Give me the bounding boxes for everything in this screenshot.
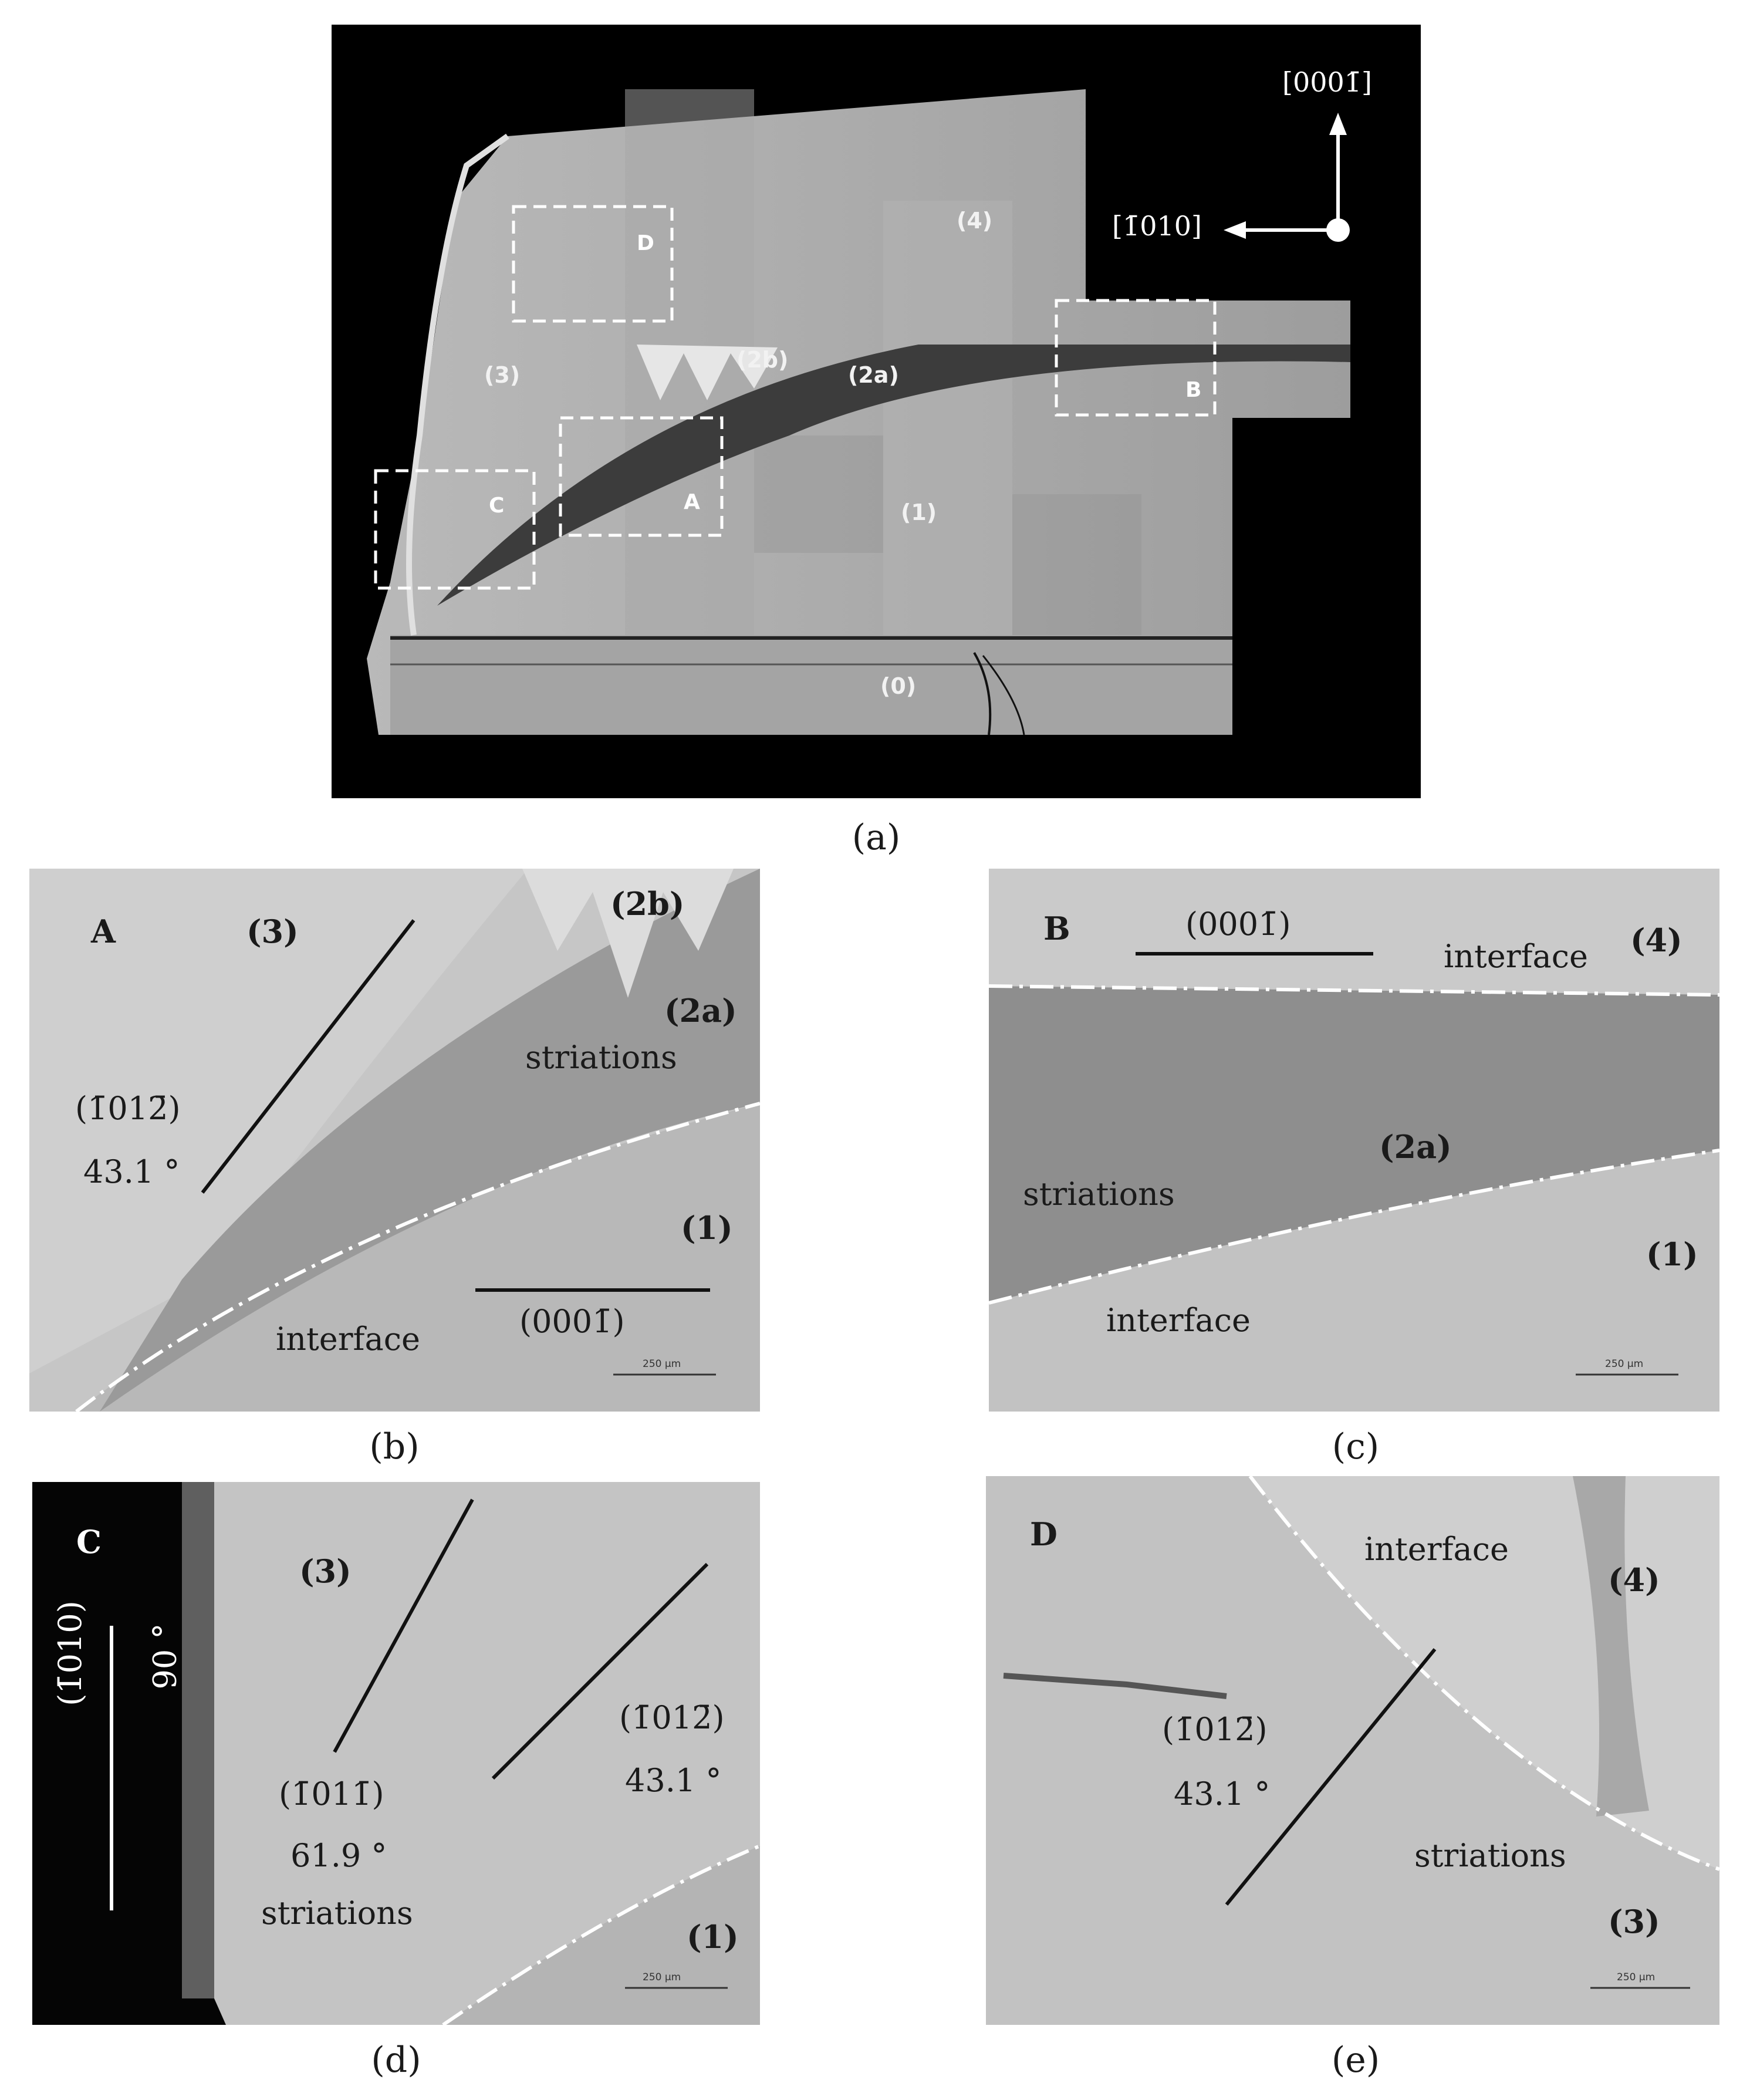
panel-e-micrograph: D interface (4) (1̄012̄) 43.1 ° striatio… [986, 1476, 1719, 2025]
region-3-label: (3) [246, 913, 299, 950]
region-4-label: (4) [1608, 1561, 1660, 1599]
panel-d-micrograph: C (1̄010) 90 ° (3) (1̄011̄) 61.9 ° stria… [32, 1482, 760, 2025]
scale-bar-label: 250 µm [1617, 1971, 1656, 1983]
panel-a-image [367, 89, 1350, 735]
corner-label-d: D [1030, 1515, 1058, 1553]
interface-bottom-label: interface [1106, 1302, 1251, 1339]
corner-label-b: B [1043, 910, 1070, 947]
region-3-label: (3) [1608, 1903, 1660, 1940]
basal-plane-label: (0001̄) [519, 1303, 625, 1340]
region-1-label: (1) [687, 1918, 739, 1956]
angle2-label: 43.1 ° [625, 1762, 722, 1799]
angle1-label: 61.9 ° [290, 1837, 387, 1874]
region-2a-label: (2a) [664, 992, 737, 1029]
corner-label-c: C [76, 1523, 102, 1561]
caption-d-text: (d) [371, 2040, 421, 2081]
box-b-label: B [1185, 378, 1202, 402]
angle-label: 43.1 ° [83, 1153, 180, 1190]
caption-c: (c) [1268, 1426, 1444, 1467]
region-1-label: (1) [901, 499, 937, 525]
striations-label: striations [525, 1039, 677, 1076]
panel-b-image [29, 869, 760, 1412]
caption-e-text: (e) [1331, 2040, 1380, 2081]
region-3-label: (3) [299, 1552, 352, 1590]
plane-label: (1̄012̄) [1162, 1711, 1268, 1748]
striations-label: striations [1414, 1837, 1566, 1874]
region-2b-label: (2b) [737, 347, 789, 373]
box-a-label: A [684, 490, 700, 514]
plane-label: (1̄012̄) [75, 1090, 181, 1127]
right-angle-label: 90 ° [146, 1623, 184, 1690]
region-2a-label: (2a) [848, 362, 899, 388]
corner-label-a: A [91, 913, 116, 950]
axis-up-label: [0001̄] [1282, 66, 1372, 98]
caption-a-text: (a) [852, 817, 901, 858]
region-2b-label: (2b) [610, 885, 685, 923]
interface-top-label: interface [1444, 938, 1588, 975]
panel-b-micrograph: A (3) (2b) (2a) striations (1̄012̄) 43.1… [29, 869, 760, 1412]
basal-plane-label: (0001̄) [1185, 906, 1291, 943]
box-c-label: C [489, 494, 505, 518]
region-4-label: (4) [1630, 921, 1683, 959]
caption-b: (b) [306, 1426, 482, 1467]
scale-bar-label: 250 µm [643, 1358, 681, 1370]
region-2a-label: (2a) [1379, 1128, 1452, 1166]
caption-c-text: (c) [1332, 1426, 1380, 1467]
region-4-label: (4) [957, 208, 993, 234]
box-d-label: D [637, 231, 654, 255]
plane1-label: (1̄011̄) [279, 1775, 384, 1812]
striations-label: striations [261, 1895, 413, 1932]
panel-c-image [989, 869, 1719, 1412]
axis-left-label: [1̄010] [1112, 210, 1202, 242]
panel-a-overview-micrograph: (4) (3) (2b) (2a) (1) (0) D B A C [0001̄… [332, 25, 1421, 798]
prism-plane-label: (1̄010) [51, 1601, 89, 1706]
plane2-label: (1̄012̄) [619, 1699, 725, 1736]
caption-e: (e) [1268, 2040, 1444, 2081]
region-3-label: (3) [484, 362, 521, 388]
interface-label: interface [1364, 1531, 1509, 1568]
angle-label: 43.1 ° [1174, 1775, 1271, 1812]
panel-c-micrograph: B (0001̄) interface (4) (2a) striations … [989, 869, 1719, 1412]
caption-b-text: (b) [369, 1426, 420, 1467]
scale-bar-label: 250 µm [643, 1971, 681, 1983]
scale-bar-label: 250 µm [1605, 1358, 1644, 1370]
caption-a: (a) [788, 817, 964, 858]
panel-e-image [986, 1476, 1719, 2025]
interface-label: interface [276, 1321, 420, 1358]
region-1-label: (1) [681, 1209, 733, 1247]
caption-d: (d) [308, 2040, 484, 2081]
striations-label: striations [1023, 1176, 1175, 1213]
region-0-label: (0) [880, 673, 917, 699]
region-1-label: (1) [1646, 1235, 1698, 1273]
panel-d-image [32, 1482, 760, 2025]
